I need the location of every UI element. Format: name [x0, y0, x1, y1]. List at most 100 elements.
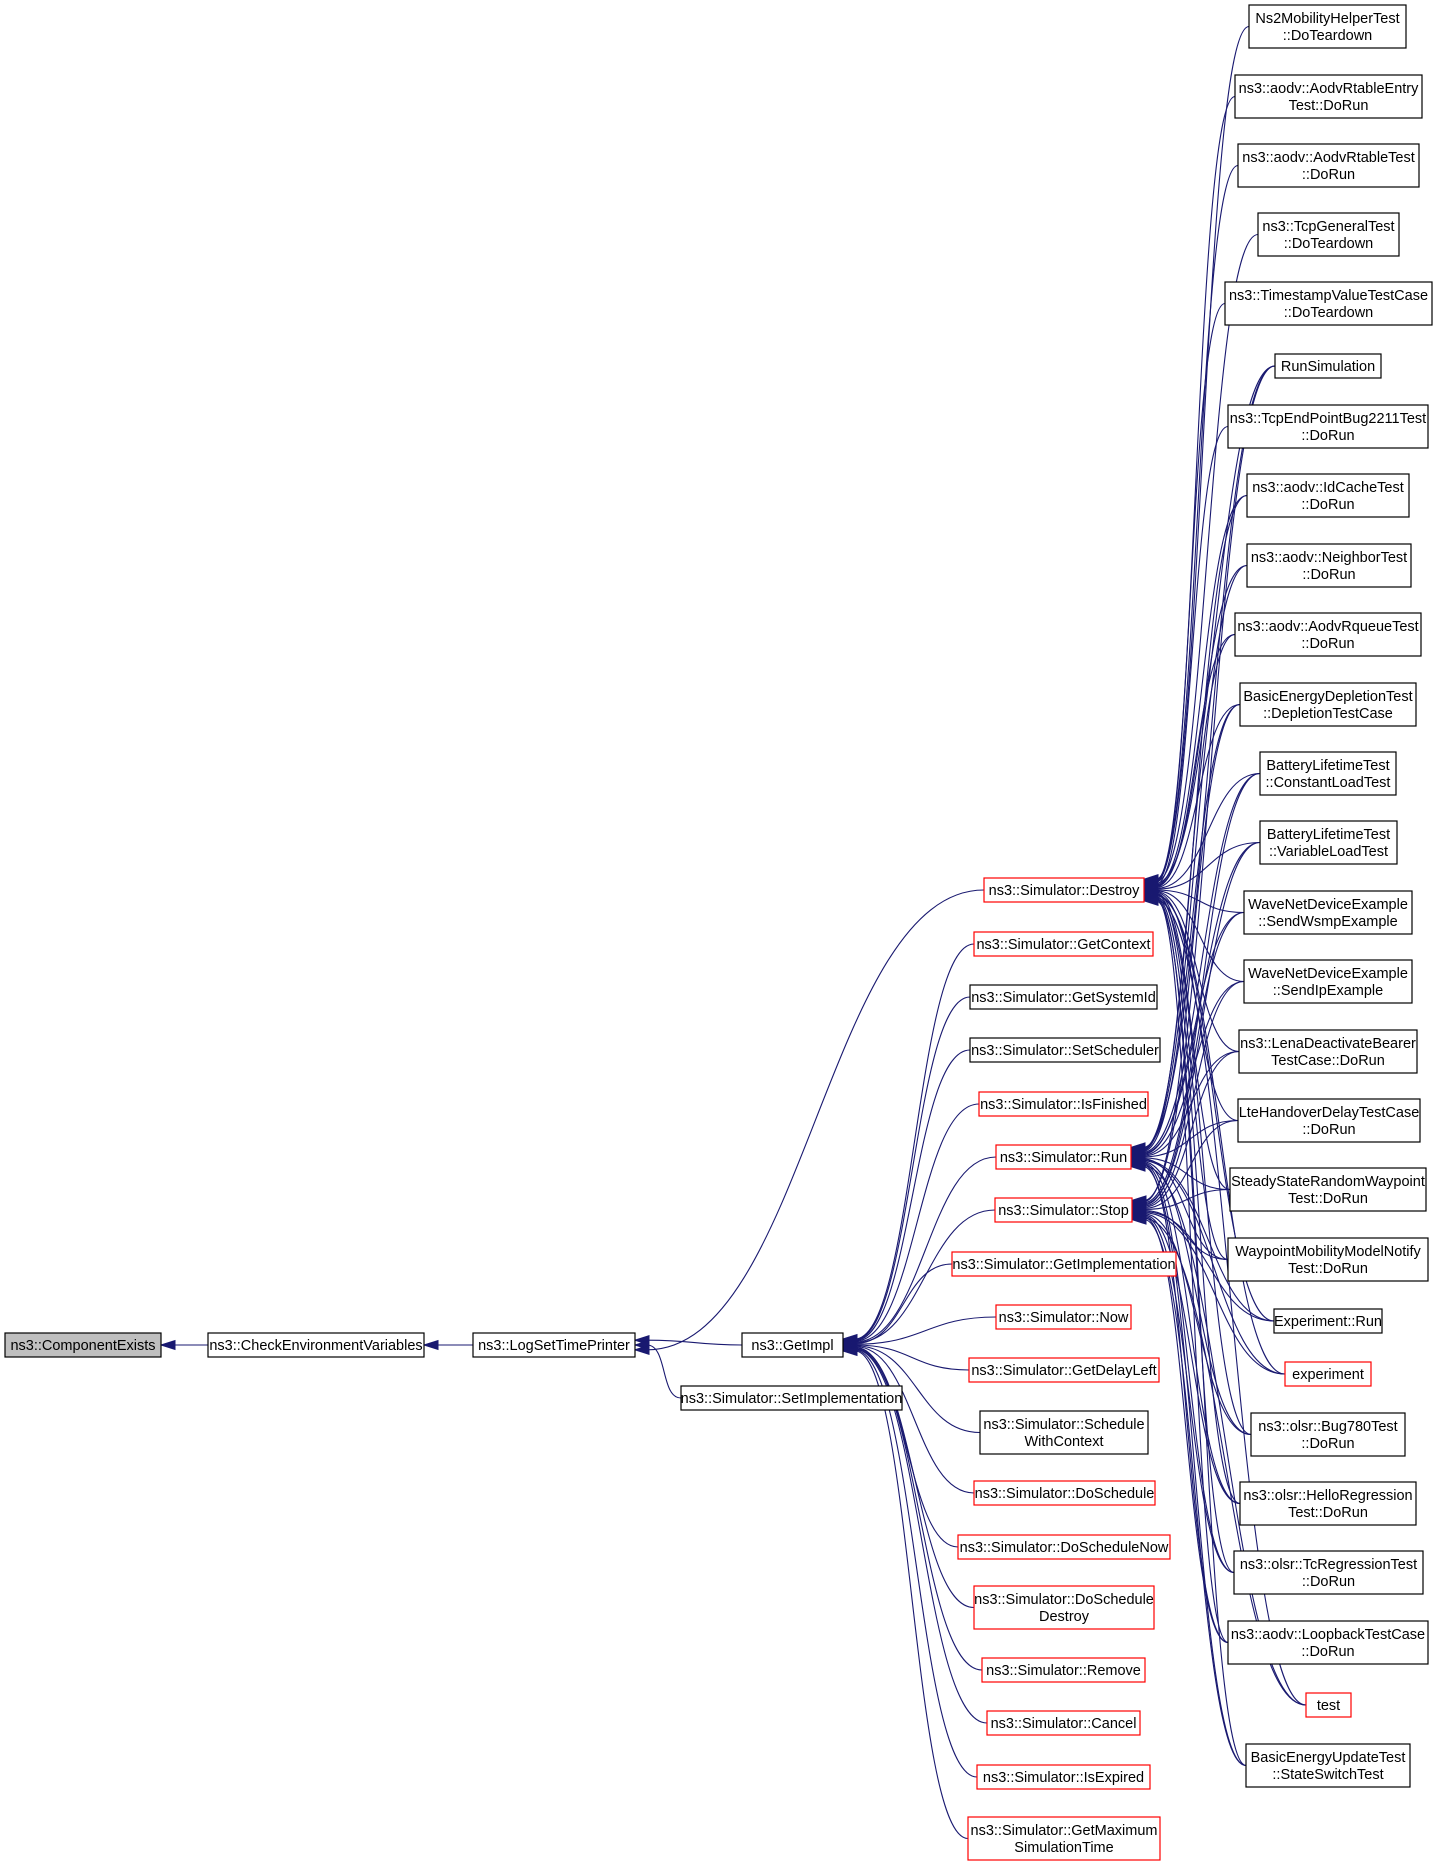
node-aodv-rqueue[interactable]: ns3::aodv::AodvRqueueTest::DoRun [1234, 612, 1422, 657]
node-label: ::StateSwitchTest [1272, 1767, 1383, 1783]
node-cancel[interactable]: ns3::Simulator::Cancel [986, 1710, 1141, 1736]
node-label: ns3::LogSetTimePrinter [478, 1338, 630, 1354]
node-ns2mobility[interactable]: Ns2MobilityHelperTest::DoTeardown [1248, 4, 1407, 49]
node-run-simulation[interactable]: RunSimulation [1274, 353, 1382, 379]
node-label: WaveNetDeviceExample [1248, 897, 1408, 913]
call-edge-line [1155, 891, 1240, 1053]
node-label: SteadyStateRandomWaypoint [1231, 1174, 1425, 1190]
call-edge-line [1142, 1164, 1229, 1644]
node-aodv-rtable-test[interactable]: ns3::aodv::AodvRtableTest::DoRun [1237, 143, 1420, 188]
call-edge-line [1142, 703, 1241, 1152]
node-label: ::DoRun [1302, 1122, 1355, 1138]
node-aodv-idcache[interactable]: ns3::aodv::IdCacheTest::DoRun [1246, 473, 1410, 518]
node-label: ns3::aodv::NeighborTest [1251, 550, 1407, 566]
node-label: ::DoTeardown [1284, 305, 1373, 321]
node-tcp-endpoint-bug[interactable]: ns3::TcpEndPointBug2211Test::DoRun [1227, 404, 1429, 449]
call-edge-line [646, 1344, 682, 1399]
call-edge-line [1155, 896, 1252, 1436]
node-label: ns3::Simulator::DoSchedule [975, 1486, 1155, 1502]
node-olsr-bug780[interactable]: ns3::olsr::Bug780Test::DoRun [1250, 1412, 1406, 1457]
node-timestamp-value[interactable]: ns3::TimestampValueTestCase::DoTeardown [1224, 281, 1433, 326]
node-box [1237, 1098, 1421, 1143]
node-box [741, 1332, 844, 1358]
node-box [969, 1037, 1161, 1063]
node-get-implementation[interactable]: ns3::Simulator::GetImplementation [951, 1251, 1177, 1277]
call-edge-line [1155, 425, 1229, 885]
call-edge-line [1143, 1188, 1231, 1210]
node-experiment-run[interactable]: Experiment::Run [1273, 1308, 1383, 1334]
node-label: Experiment::Run [1274, 1314, 1382, 1330]
node-battery-variable[interactable]: BatteryLifetimeTest::VariableLoadTest [1259, 820, 1398, 865]
node-basic-energy-update[interactable]: BasicEnergyUpdateTest::StateSwitchTest [1245, 1743, 1411, 1788]
node-box [1243, 959, 1413, 1004]
node-aodv-neighbor[interactable]: ns3::aodv::NeighborTest::DoRun [1246, 543, 1412, 588]
node-do-schedule[interactable]: ns3::Simulator::DoSchedule [973, 1480, 1156, 1506]
node-label: ns3::LenaDeactivateBearer [1240, 1036, 1416, 1052]
node-is-finished[interactable]: ns3::Simulator::IsFinished [978, 1091, 1149, 1117]
call-edge [841, 1342, 959, 1548]
arrowhead [1130, 1214, 1147, 1225]
node-box [1243, 890, 1413, 935]
call-edge-line [1155, 841, 1261, 890]
call-edge-line [1143, 1050, 1240, 1208]
call-edge-line [1155, 233, 1259, 883]
arrowhead [633, 1344, 650, 1355]
node-box [1227, 1620, 1429, 1665]
call-edge-line [1143, 911, 1245, 1206]
node-box [1248, 4, 1407, 49]
call-edge-line [1142, 1159, 1275, 1322]
node-wave-send-ip[interactable]: WaveNetDeviceExample::SendIpExample [1243, 959, 1413, 1004]
call-edge-line [1142, 1163, 1235, 1574]
call-edge-line [1143, 1210, 1229, 1261]
node-check-env[interactable]: ns3::CheckEnvironmentVariables [207, 1332, 425, 1358]
node-set-implementation[interactable]: ns3::Simulator::SetImplementation [680, 1385, 903, 1411]
node-get-delay-left[interactable]: ns3::Simulator::GetDelayLeft [968, 1357, 1160, 1383]
node-run[interactable]: ns3::Simulator::Run [995, 1144, 1132, 1170]
node-label: ns3::CheckEnvironmentVariables [209, 1338, 422, 1354]
node-aodv-loopback[interactable]: ns3::aodv::LoopbackTestCase::DoRun [1227, 1620, 1429, 1665]
node-stop[interactable]: ns3::Simulator::Stop [994, 1197, 1133, 1223]
node-lte-handover[interactable]: LteHandoverDelayTestCase::DoRun [1237, 1098, 1421, 1143]
node-label: ::SendIpExample [1273, 983, 1383, 999]
node-experiment[interactable]: experiment [1284, 1361, 1372, 1387]
node-get-context[interactable]: ns3::Simulator::GetContext [973, 931, 1154, 957]
arrowhead [422, 1339, 439, 1351]
node-label: WaveNetDeviceExample [1248, 966, 1408, 982]
node-label: test [1317, 1698, 1340, 1714]
node-box [1273, 1308, 1383, 1334]
node-label: ::DoRun [1301, 1436, 1354, 1452]
node-tcp-general-test[interactable]: ns3::TcpGeneralTest::DoTeardown [1257, 212, 1400, 257]
node-box [1305, 1692, 1352, 1718]
node-test[interactable]: test [1305, 1692, 1352, 1718]
call-edge-line [854, 943, 975, 1340]
node-destroy[interactable]: ns3::Simulator::Destroy [983, 877, 1145, 903]
node-battery-constant[interactable]: BatteryLifetimeTest::ConstantLoadTest [1259, 751, 1397, 796]
node-wave-send-wsmp[interactable]: WaveNetDeviceExample::SendWsmpExample [1243, 890, 1413, 935]
node-now[interactable]: ns3::Simulator::Now [995, 1304, 1132, 1330]
node-set-scheduler[interactable]: ns3::Simulator::SetScheduler [969, 1037, 1161, 1063]
node-box [1284, 1361, 1372, 1387]
node-log-set-time-printer[interactable]: ns3::LogSetTimePrinter [472, 1332, 636, 1358]
node-remove[interactable]: ns3::Simulator::Remove [981, 1657, 1146, 1683]
call-edge-line [1142, 1166, 1247, 1767]
node-get-system-id[interactable]: ns3::Simulator::GetSystemId [969, 984, 1158, 1010]
node-get-impl[interactable]: ns3::GetImpl [741, 1332, 844, 1358]
node-is-expired[interactable]: ns3::Simulator::IsExpired [976, 1764, 1151, 1790]
node-label: Destroy [1039, 1609, 1090, 1625]
arrowhead [1142, 895, 1159, 906]
call-edge-line [1143, 703, 1241, 1203]
call-edge [841, 943, 975, 1345]
node-label: ::DoTeardown [1283, 28, 1372, 44]
node-olsr-tc[interactable]: ns3::olsr::TcRegressionTest::DoRun [1233, 1550, 1424, 1595]
node-do-schedule-now[interactable]: ns3::Simulator::DoScheduleNow [957, 1534, 1171, 1560]
node-basic-energy-depletion[interactable]: BasicEnergyDepletionTest::DepletionTestC… [1239, 682, 1417, 727]
